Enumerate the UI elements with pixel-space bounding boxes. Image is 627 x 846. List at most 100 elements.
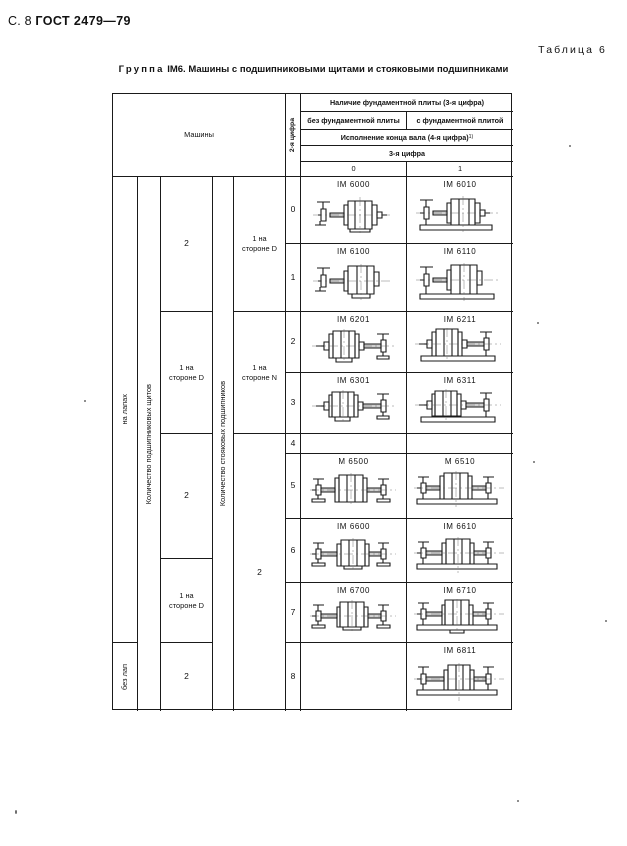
row-cell-right: IM 6710 bbox=[407, 583, 513, 643]
code-7-left: IM 6700 bbox=[336, 586, 371, 595]
header-shaft-end-label: Исполнение конца вала (4-я цифра) bbox=[340, 132, 469, 142]
row-digit-cell: 1 bbox=[286, 244, 301, 312]
mounting-with-feet-label: на лапах bbox=[120, 394, 129, 425]
mounting-no-feet-label: без лап bbox=[120, 664, 129, 690]
figure-6-right bbox=[407, 531, 513, 580]
code-1-left: IM 6100 bbox=[336, 247, 371, 256]
row-cell-left bbox=[301, 643, 407, 711]
header-col-1: 1 bbox=[407, 162, 513, 177]
figure-5-left bbox=[301, 466, 406, 516]
row-cell-right: IM 6610 bbox=[407, 519, 513, 583]
code-7-right: IM 6710 bbox=[443, 586, 477, 595]
header-foundation-plate: Наличие фундаментной плиты (3-я цифра) bbox=[301, 94, 513, 112]
pedestals-value-0: 1 на стороне D bbox=[242, 234, 277, 253]
page-header: С. 8 ГОСТ 2479—79 bbox=[8, 14, 131, 28]
figure-0-right bbox=[407, 189, 513, 241]
code-0-right: IM 6010 bbox=[443, 180, 477, 189]
figure-7-right bbox=[407, 595, 513, 640]
row-digit-cell: 3 bbox=[286, 373, 301, 434]
table-caption: Таблица 6 bbox=[538, 44, 607, 56]
pedestals-value-2: 2 bbox=[257, 566, 262, 577]
header-foundation-plate-label: Наличие фундаментной плиты (3-я цифра) bbox=[329, 97, 485, 107]
code-0-left: IM 6000 bbox=[336, 180, 371, 189]
row-cell-right: IM 6211 bbox=[407, 312, 513, 373]
figure-3-left bbox=[301, 385, 406, 431]
header-second-digit: 2-я цифра bbox=[286, 94, 301, 177]
pedestals-value-cell: 2 bbox=[234, 434, 286, 711]
shields-count-header-label: Количество подшипниковых щитов bbox=[144, 383, 153, 505]
row-cell-right bbox=[407, 434, 513, 454]
row-cell-left bbox=[301, 434, 407, 454]
header-with-plate: с фундаментной плитой bbox=[407, 112, 513, 130]
pedestals-value-cell: 1 на стороне N bbox=[234, 312, 286, 434]
row-digit-7: 7 bbox=[290, 606, 296, 617]
scan-speck bbox=[533, 461, 535, 463]
shields-count-header: Количество подшипниковых щитов bbox=[138, 177, 161, 711]
row-digit-1: 1 bbox=[290, 271, 296, 282]
scan-speck bbox=[569, 145, 571, 147]
header-col-0-label: 0 bbox=[351, 164, 356, 173]
row-digit-5: 5 bbox=[290, 480, 296, 491]
header-shaft-end: Исполнение конца вала (4-я цифра)1) bbox=[301, 130, 513, 146]
standard-number: ГОСТ 2479—79 bbox=[35, 14, 131, 28]
group-title-code: IM6. bbox=[167, 64, 186, 75]
code-1-right: IM 6110 bbox=[443, 247, 477, 256]
figure-0-left bbox=[301, 189, 406, 241]
code-6-left: IM 6600 bbox=[336, 522, 371, 531]
page-number: С. 8 bbox=[8, 14, 32, 28]
row-digit-cell: 6 bbox=[286, 519, 301, 583]
header-second-digit-label: 2-я цифра bbox=[289, 117, 297, 153]
row-cell-left: IM 6700 bbox=[301, 583, 407, 643]
header-third-digit: 3-я цифра bbox=[301, 146, 513, 162]
figure-5-right bbox=[407, 466, 513, 516]
scan-speck bbox=[84, 400, 86, 402]
row-cell-left: IM 6301 bbox=[301, 373, 407, 434]
pedestals-count-header-label: Количество стояковых подшипников bbox=[218, 381, 227, 507]
row-digit-cell: 7 bbox=[286, 583, 301, 643]
row-cell-left: IM 6600 bbox=[301, 519, 407, 583]
scan-speck bbox=[537, 322, 539, 324]
pedestals-count-header: Количество стояковых подшипников bbox=[213, 177, 234, 711]
figure-2-right bbox=[407, 324, 513, 370]
figure-7-left bbox=[301, 595, 406, 640]
shields-value-0: 2 bbox=[184, 238, 189, 249]
code-5-right: M 6510 bbox=[444, 457, 476, 466]
code-3-right: IM 6311 bbox=[443, 376, 477, 385]
code-6-right: IM 6610 bbox=[443, 522, 477, 531]
code-8-right: IM 6811 bbox=[443, 646, 477, 655]
shields-value-cell: 2 bbox=[161, 434, 213, 559]
row-digit-cell: 4 bbox=[286, 434, 301, 454]
code-2-left: IM 6201 bbox=[336, 315, 371, 324]
shields-value-cell: 1 на стороне D bbox=[161, 312, 213, 434]
row-digit-8: 8 bbox=[290, 671, 296, 682]
row-digit-cell: 8 bbox=[286, 643, 301, 711]
row-cell-left: IM 6201 bbox=[301, 312, 407, 373]
code-2-right: IM 6211 bbox=[443, 315, 477, 324]
machines-table: Машины 2-я цифра Наличие фундаментной пл… bbox=[112, 93, 513, 711]
row-cell-right: M 6510 bbox=[407, 454, 513, 519]
row-digit-2: 2 bbox=[290, 336, 296, 347]
scan-speck bbox=[605, 620, 607, 622]
row-digit-cell: 0 bbox=[286, 177, 301, 244]
row-cell-right: IM 6010 bbox=[407, 177, 513, 244]
header-without-plate: без фундаментной плиты bbox=[301, 112, 407, 130]
row-digit-0: 0 bbox=[290, 204, 296, 215]
header-machines: Машины bbox=[113, 94, 286, 177]
header-machines-label: Машины bbox=[184, 130, 214, 139]
header-col-0: 0 bbox=[301, 162, 407, 177]
scan-speck bbox=[15, 810, 17, 814]
header-third-digit-label: 3-я цифра bbox=[388, 148, 426, 158]
row-cell-right: IM 6311 bbox=[407, 373, 513, 434]
scan-speck bbox=[517, 800, 519, 802]
shields-value-4: 2 bbox=[184, 671, 189, 682]
shields-value-cell: 2 bbox=[161, 643, 213, 711]
figure-2-left bbox=[301, 324, 406, 370]
pedestals-value-1: 1 на стороне N bbox=[242, 362, 277, 382]
group-title: Группа IM6. Машины с подшипниковыми щита… bbox=[0, 64, 627, 75]
row-cell-right: IM 6811 bbox=[407, 643, 513, 711]
row-digit-cell: 5 bbox=[286, 454, 301, 519]
header-with-plate-label: с фундаментной плитой bbox=[416, 115, 504, 125]
figure-1-right bbox=[407, 256, 513, 309]
figure-8-right bbox=[407, 655, 513, 709]
group-title-prefix: Группа bbox=[118, 64, 165, 75]
